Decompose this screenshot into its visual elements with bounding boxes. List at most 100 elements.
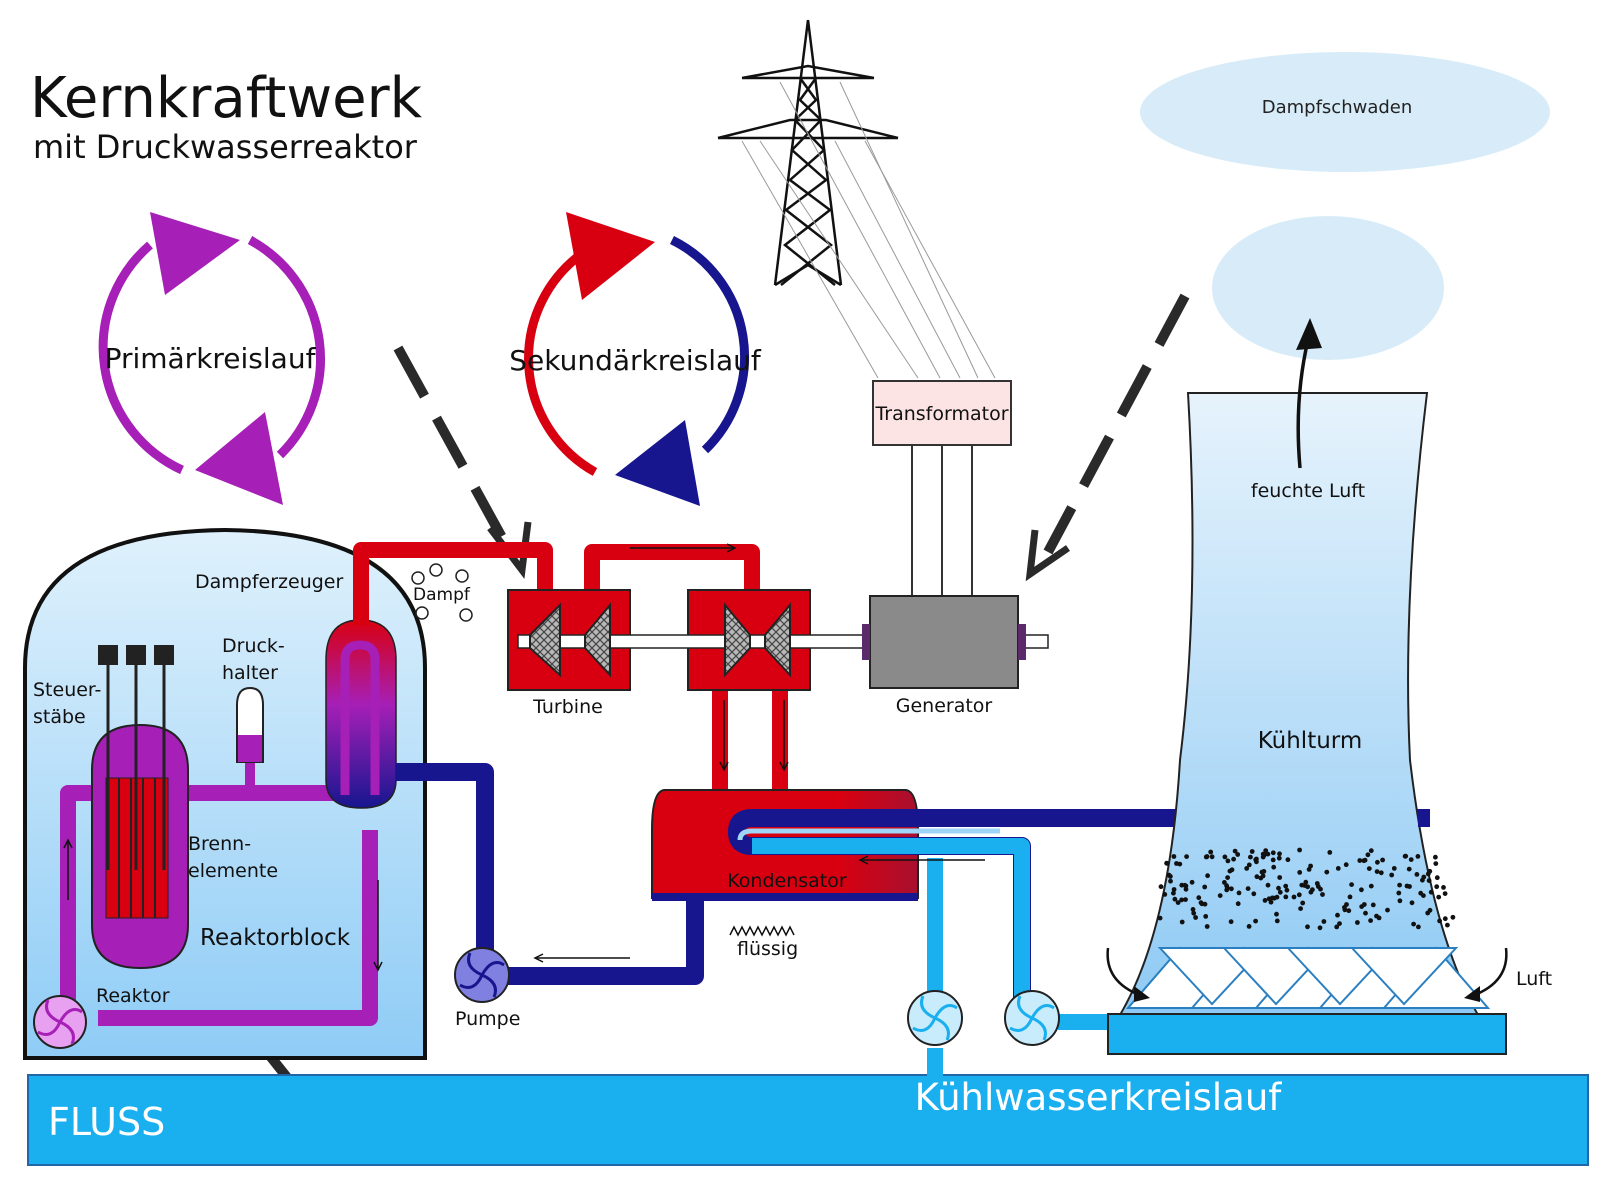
control-rods-label-line2: stäbe	[33, 706, 86, 728]
water-droplet	[1442, 891, 1448, 896]
water-droplet	[1265, 851, 1271, 857]
water-droplet	[1411, 921, 1416, 927]
transformer-cables	[911, 445, 973, 597]
water-droplet	[1248, 854, 1253, 860]
water-droplet	[1374, 869, 1380, 874]
water-droplet	[1415, 854, 1421, 859]
steam-pipes	[353, 542, 788, 790]
turbine-label: Turbine	[532, 696, 603, 718]
water-droplet	[1232, 848, 1238, 854]
river-label: FLUSS	[48, 1100, 165, 1144]
water-droplet	[1251, 891, 1257, 897]
water-droplet	[1408, 857, 1414, 862]
fuel-elements-label-line2: elemente	[188, 860, 278, 882]
control-rods	[98, 645, 174, 870]
water-droplet	[1260, 854, 1266, 860]
water-droplet	[1321, 919, 1327, 924]
water-droplet	[1254, 874, 1260, 880]
water-droplet	[1291, 894, 1297, 900]
water-droplet	[1283, 883, 1289, 889]
water-droplet	[1421, 893, 1426, 898]
moist-air-arrow	[1296, 339, 1310, 469]
water-droplet	[1202, 901, 1208, 907]
water-droplet	[1253, 918, 1258, 924]
water-droplet	[1445, 922, 1450, 928]
fuel-elements-label-line1: Brenn-	[188, 833, 251, 855]
water-droplet	[1284, 887, 1290, 893]
water-droplet	[1450, 914, 1456, 920]
fuel-elements-label: Brenn-elemente	[188, 833, 278, 882]
generator-shaft-cap-right	[1018, 624, 1026, 660]
water-droplet	[1368, 848, 1374, 854]
water-droplet	[1245, 886, 1251, 891]
water-droplet	[1231, 856, 1236, 862]
water-droplet	[1168, 878, 1173, 884]
water-droplet	[1346, 908, 1352, 914]
water-droplet	[1361, 902, 1367, 907]
turbine-blades	[529, 602, 791, 678]
water-droplet	[1324, 869, 1330, 875]
water-droplet	[1337, 921, 1342, 926]
liquid-label: flüssig	[737, 938, 798, 960]
water-droplet	[1305, 884, 1311, 890]
cooling-pump-left	[907, 990, 963, 1046]
generator-box	[869, 595, 1019, 689]
water-droplet	[1263, 848, 1269, 853]
water-droplet	[1317, 925, 1323, 931]
water-droplet	[1222, 854, 1228, 860]
water-droplet	[1183, 886, 1189, 892]
water-droplet	[1366, 866, 1372, 871]
water-droplet	[1190, 907, 1196, 912]
generator-label: Generator	[896, 695, 993, 717]
water-droplet	[1179, 897, 1184, 903]
water-droplet	[1164, 861, 1170, 866]
water-droplet	[1342, 905, 1347, 910]
water-droplet	[1298, 906, 1303, 911]
water-droplet	[1171, 887, 1177, 892]
water-droplet	[1236, 890, 1242, 896]
steam-plume-label: Dampfschwaden	[1262, 97, 1413, 118]
water-droplet	[1375, 859, 1380, 865]
water-droplet	[1189, 879, 1195, 885]
water-droplet	[1305, 924, 1310, 930]
water-droplet	[1168, 874, 1173, 879]
water-droplet	[1158, 884, 1164, 890]
water-droplet	[1370, 902, 1376, 908]
water-droplet	[1310, 887, 1315, 893]
water-droplet	[1420, 877, 1425, 883]
water-droplet	[1224, 885, 1230, 891]
water-droplet	[1297, 870, 1303, 875]
water-droplet	[1397, 882, 1402, 888]
water-droplet	[1222, 880, 1227, 885]
secondary-circuit-label: Sekundärkreislauf	[509, 344, 762, 377]
water-droplet	[1327, 850, 1333, 855]
moist-air-label: feuchte Luft	[1251, 480, 1365, 502]
water-droplet	[1265, 882, 1271, 888]
water-droplet	[1283, 894, 1289, 900]
pointer-head-generator	[1025, 529, 1070, 582]
water-droplets	[1157, 847, 1456, 931]
water-droplet	[1262, 898, 1268, 903]
water-droplet	[1385, 907, 1390, 913]
water-droplet	[1335, 866, 1341, 871]
water-droplet	[1376, 915, 1382, 921]
water-droplet	[1179, 919, 1185, 925]
title-sub: mit Druckwasserreaktor	[33, 128, 418, 166]
water-droplet	[1244, 866, 1250, 871]
primary-circuit-arrows	[98, 236, 325, 475]
water-droplet	[1208, 849, 1214, 855]
water-droplet	[1260, 873, 1266, 879]
cooling-pump-right	[1004, 990, 1060, 1046]
water-droplet	[1355, 920, 1360, 925]
water-droplet	[1235, 852, 1241, 857]
moist-air-arrowhead	[1296, 318, 1322, 350]
water-droplet	[1334, 924, 1340, 930]
steam-plume-cloud	[1140, 52, 1550, 172]
water-droplet	[1205, 873, 1210, 879]
water-droplet	[1389, 872, 1395, 878]
water-droplet	[1225, 858, 1231, 864]
water-droplet	[1172, 896, 1178, 902]
water-droplet	[1203, 914, 1209, 919]
flow-tick-feedwater	[533, 953, 630, 963]
